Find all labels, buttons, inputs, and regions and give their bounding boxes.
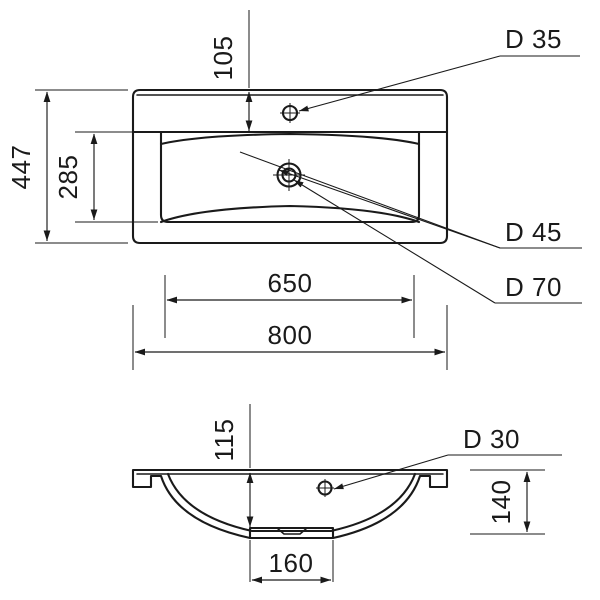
section-inner-wall bbox=[166, 472, 417, 533]
callout-d45-text: D 45 bbox=[505, 217, 562, 247]
callout-d35-text: D 35 bbox=[505, 24, 562, 54]
dim-105-text: 105 bbox=[208, 36, 238, 81]
dim-650-text: 650 bbox=[268, 268, 313, 298]
callout-d45: D 45 bbox=[278, 169, 582, 249]
dimension-285: 285 bbox=[53, 131, 158, 223]
tap-hole-circle bbox=[281, 104, 299, 122]
dim-800-text: 800 bbox=[268, 320, 313, 350]
callout-d45-leader bbox=[278, 169, 501, 249]
dim-160-text: 160 bbox=[269, 548, 314, 578]
bowl-inner-outline bbox=[159, 130, 421, 224]
dimension-160: 160 bbox=[249, 540, 334, 584]
dimension-447: 447 bbox=[6, 89, 128, 244]
callout-d45-crossline bbox=[239, 151, 501, 249]
callout-d35: D 35 bbox=[298, 24, 580, 112]
bowl-lower-curve bbox=[159, 204, 421, 224]
dimension-140: 140 bbox=[470, 469, 545, 535]
dim-447-text: 447 bbox=[6, 145, 36, 190]
callout-d30: D 30 bbox=[333, 424, 562, 490]
dimension-115: 115 bbox=[209, 404, 254, 527]
callout-d30-leader bbox=[333, 454, 449, 490]
callout-d70-leader bbox=[293, 179, 496, 304]
callout-d70: D 70 bbox=[293, 179, 582, 304]
section-drain-notch bbox=[276, 527, 308, 535]
overflow-hole-circle bbox=[317, 480, 333, 496]
overflow-hole-group bbox=[316, 479, 334, 497]
callout-d35-leader bbox=[298, 55, 501, 112]
tap-hole-group bbox=[280, 103, 300, 123]
bowl-upper-curve bbox=[159, 132, 421, 146]
drain-hole-group bbox=[273, 159, 305, 191]
dimension-800: 800 bbox=[132, 305, 448, 370]
top-view-group: 105 447 285 650 800 bbox=[6, 10, 582, 370]
callout-d30-text: D 30 bbox=[463, 424, 520, 454]
basin-outer-outline bbox=[131, 88, 449, 245]
drain-outer-circle bbox=[276, 162, 302, 188]
dimension-105: 105 bbox=[208, 10, 253, 131]
dim-285-text: 285 bbox=[53, 155, 83, 200]
dim-140-text: 140 bbox=[486, 480, 516, 525]
front-section-view-group: 115 160 140 D 30 bbox=[131, 404, 562, 584]
callout-d70-text: D 70 bbox=[505, 272, 562, 302]
dimension-650: 650 bbox=[164, 268, 415, 338]
section-base-plate bbox=[248, 526, 335, 540]
dim-115-text: 115 bbox=[209, 419, 239, 462]
